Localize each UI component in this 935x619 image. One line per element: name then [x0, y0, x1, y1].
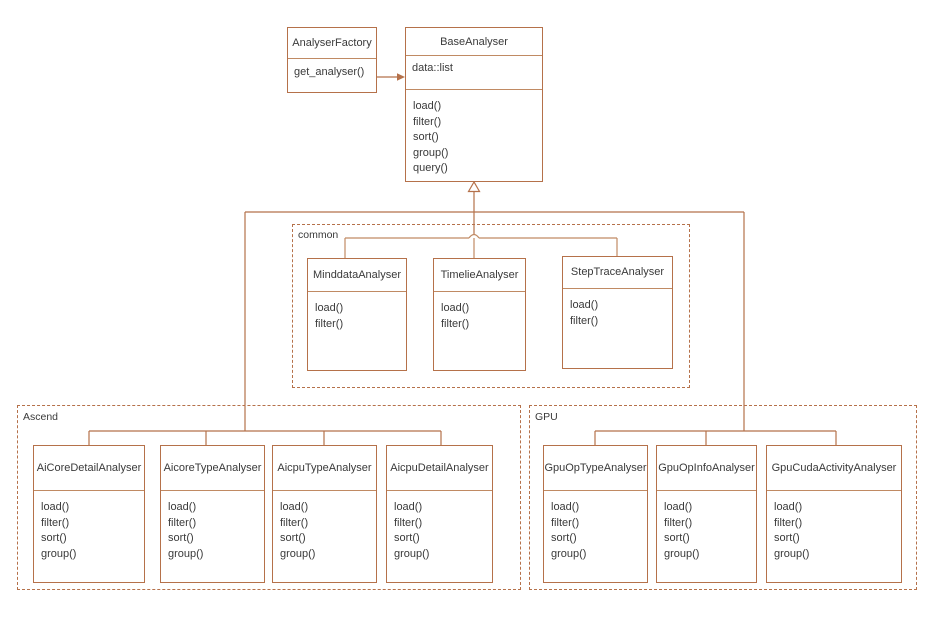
package-common-label: common [296, 229, 342, 242]
class-title: AicpuDetailAnalyser [387, 446, 492, 491]
operation-row: sort() [41, 532, 67, 545]
package-ascend [17, 405, 521, 590]
class-title: AicpuTypeAnalyser [273, 446, 376, 491]
class-title: AicoreTypeAnalyser [161, 446, 264, 491]
operation-row: sort() [551, 532, 577, 545]
class-gpu-op-type-analyser[interactable]: GpuOpTypeAnalyser load() filter() sort()… [543, 445, 648, 583]
operation-row: load() [551, 501, 580, 513]
operation-row: filter() [41, 516, 70, 529]
package-gpu-label: GPU [533, 411, 561, 424]
class-title: GpuOpInfoAnalyser [657, 446, 756, 491]
operation-row: query() [413, 162, 448, 175]
class-gpu-cuda-activity-analyser[interactable]: GpuCudaActivityAnalyser load() filter() … [766, 445, 902, 583]
operation-row: filter() [664, 516, 693, 529]
class-attributes: data::list [406, 56, 542, 90]
operation-row: filter() [315, 317, 344, 330]
operation-row: sort() [280, 532, 306, 545]
operation-row: load() [168, 501, 197, 513]
operation-row: group() [394, 547, 430, 560]
class-operations: load() filter() sort() group() [544, 491, 647, 582]
operation-row: load() [413, 99, 442, 112]
operation-row: sort() [413, 131, 439, 144]
class-operations: load() filter() sort() group() [387, 491, 492, 582]
operation-row: sort() [664, 532, 690, 545]
class-timelie-analyser[interactable]: TimelieAnalyser load() filter() [433, 258, 526, 371]
class-operations: load() filter() sort() group() [657, 491, 756, 582]
class-operations: load() filter() [563, 289, 672, 368]
class-steptrace-analyser[interactable]: StepTraceAnalyser load() filter() [562, 256, 673, 369]
operation-row: load() [441, 302, 470, 314]
operation-row: filter() [774, 516, 803, 529]
operation-row: sort() [168, 532, 194, 545]
class-attributes: get_analyser() [288, 59, 376, 92]
operation-row: group() [413, 146, 449, 159]
class-aicore-detail-analyser[interactable]: AiCoreDetailAnalyser load() filter() sor… [33, 445, 145, 583]
class-aicore-type-analyser[interactable]: AicoreTypeAnalyser load() filter() sort(… [160, 445, 265, 583]
class-title: GpuCudaActivityAnalyser [767, 446, 901, 491]
operation-row: load() [280, 501, 309, 513]
operation-row: filter() [394, 516, 423, 529]
class-operations: load() filter() [308, 292, 406, 370]
class-operations: load() filter() sort() group() [273, 491, 376, 582]
operation-row: group() [280, 547, 316, 560]
class-title: GpuOpTypeAnalyser [544, 446, 647, 491]
class-analyser-factory[interactable]: AnalyserFactory get_analyser() [287, 27, 377, 93]
class-aicpu-detail-analyser[interactable]: AicpuDetailAnalyser load() filter() sort… [386, 445, 493, 583]
operation-row: group() [774, 547, 810, 560]
operation-row: load() [315, 302, 344, 314]
class-operations: load() filter() sort() group() [161, 491, 264, 582]
class-aicpu-type-analyser[interactable]: AicpuTypeAnalyser load() filter() sort()… [272, 445, 377, 583]
operation-row: load() [570, 299, 599, 311]
attribute-row: data::list [412, 62, 453, 75]
operation-row: filter() [280, 516, 309, 529]
class-title: MinddataAnalyser [308, 259, 406, 292]
operation-row: load() [774, 501, 803, 513]
class-title: AnalyserFactory [288, 28, 376, 59]
class-title: BaseAnalyser [406, 28, 542, 57]
attribute-row: get_analyser() [294, 66, 365, 78]
class-minddata-analyser[interactable]: MinddataAnalyser load() filter() [307, 258, 407, 371]
operation-row: group() [41, 547, 77, 560]
operation-row: filter() [168, 516, 197, 529]
operation-row: filter() [441, 317, 470, 330]
operation-row: sort() [394, 532, 420, 545]
edge-factory-to-base [377, 73, 405, 81]
class-operations: load() filter() sort() group() query() [406, 90, 542, 181]
operation-row: sort() [774, 532, 800, 545]
package-common [292, 224, 690, 388]
class-operations: load() filter() sort() group() [767, 491, 901, 582]
class-gpu-op-info-analyser[interactable]: GpuOpInfoAnalyser load() filter() sort()… [656, 445, 757, 583]
operation-row: filter() [570, 314, 599, 327]
class-title: TimelieAnalyser [434, 259, 525, 292]
package-gpu [529, 405, 917, 590]
operation-row: filter() [551, 516, 580, 529]
operation-row: group() [551, 547, 587, 560]
operation-row: group() [168, 547, 204, 560]
operation-row: load() [394, 501, 423, 513]
operation-row: load() [664, 501, 693, 513]
class-base-analyser[interactable]: BaseAnalyser data::list load() filter() … [405, 27, 543, 182]
class-title: StepTraceAnalyser [563, 257, 672, 289]
class-operations: load() filter() sort() group() [34, 491, 144, 582]
class-title: AiCoreDetailAnalyser [34, 446, 144, 491]
class-operations: load() filter() [434, 292, 525, 370]
package-ascend-label: Ascend [21, 411, 62, 424]
operation-row: group() [664, 547, 700, 560]
operation-row: filter() [413, 115, 442, 128]
operation-row: load() [41, 501, 70, 513]
